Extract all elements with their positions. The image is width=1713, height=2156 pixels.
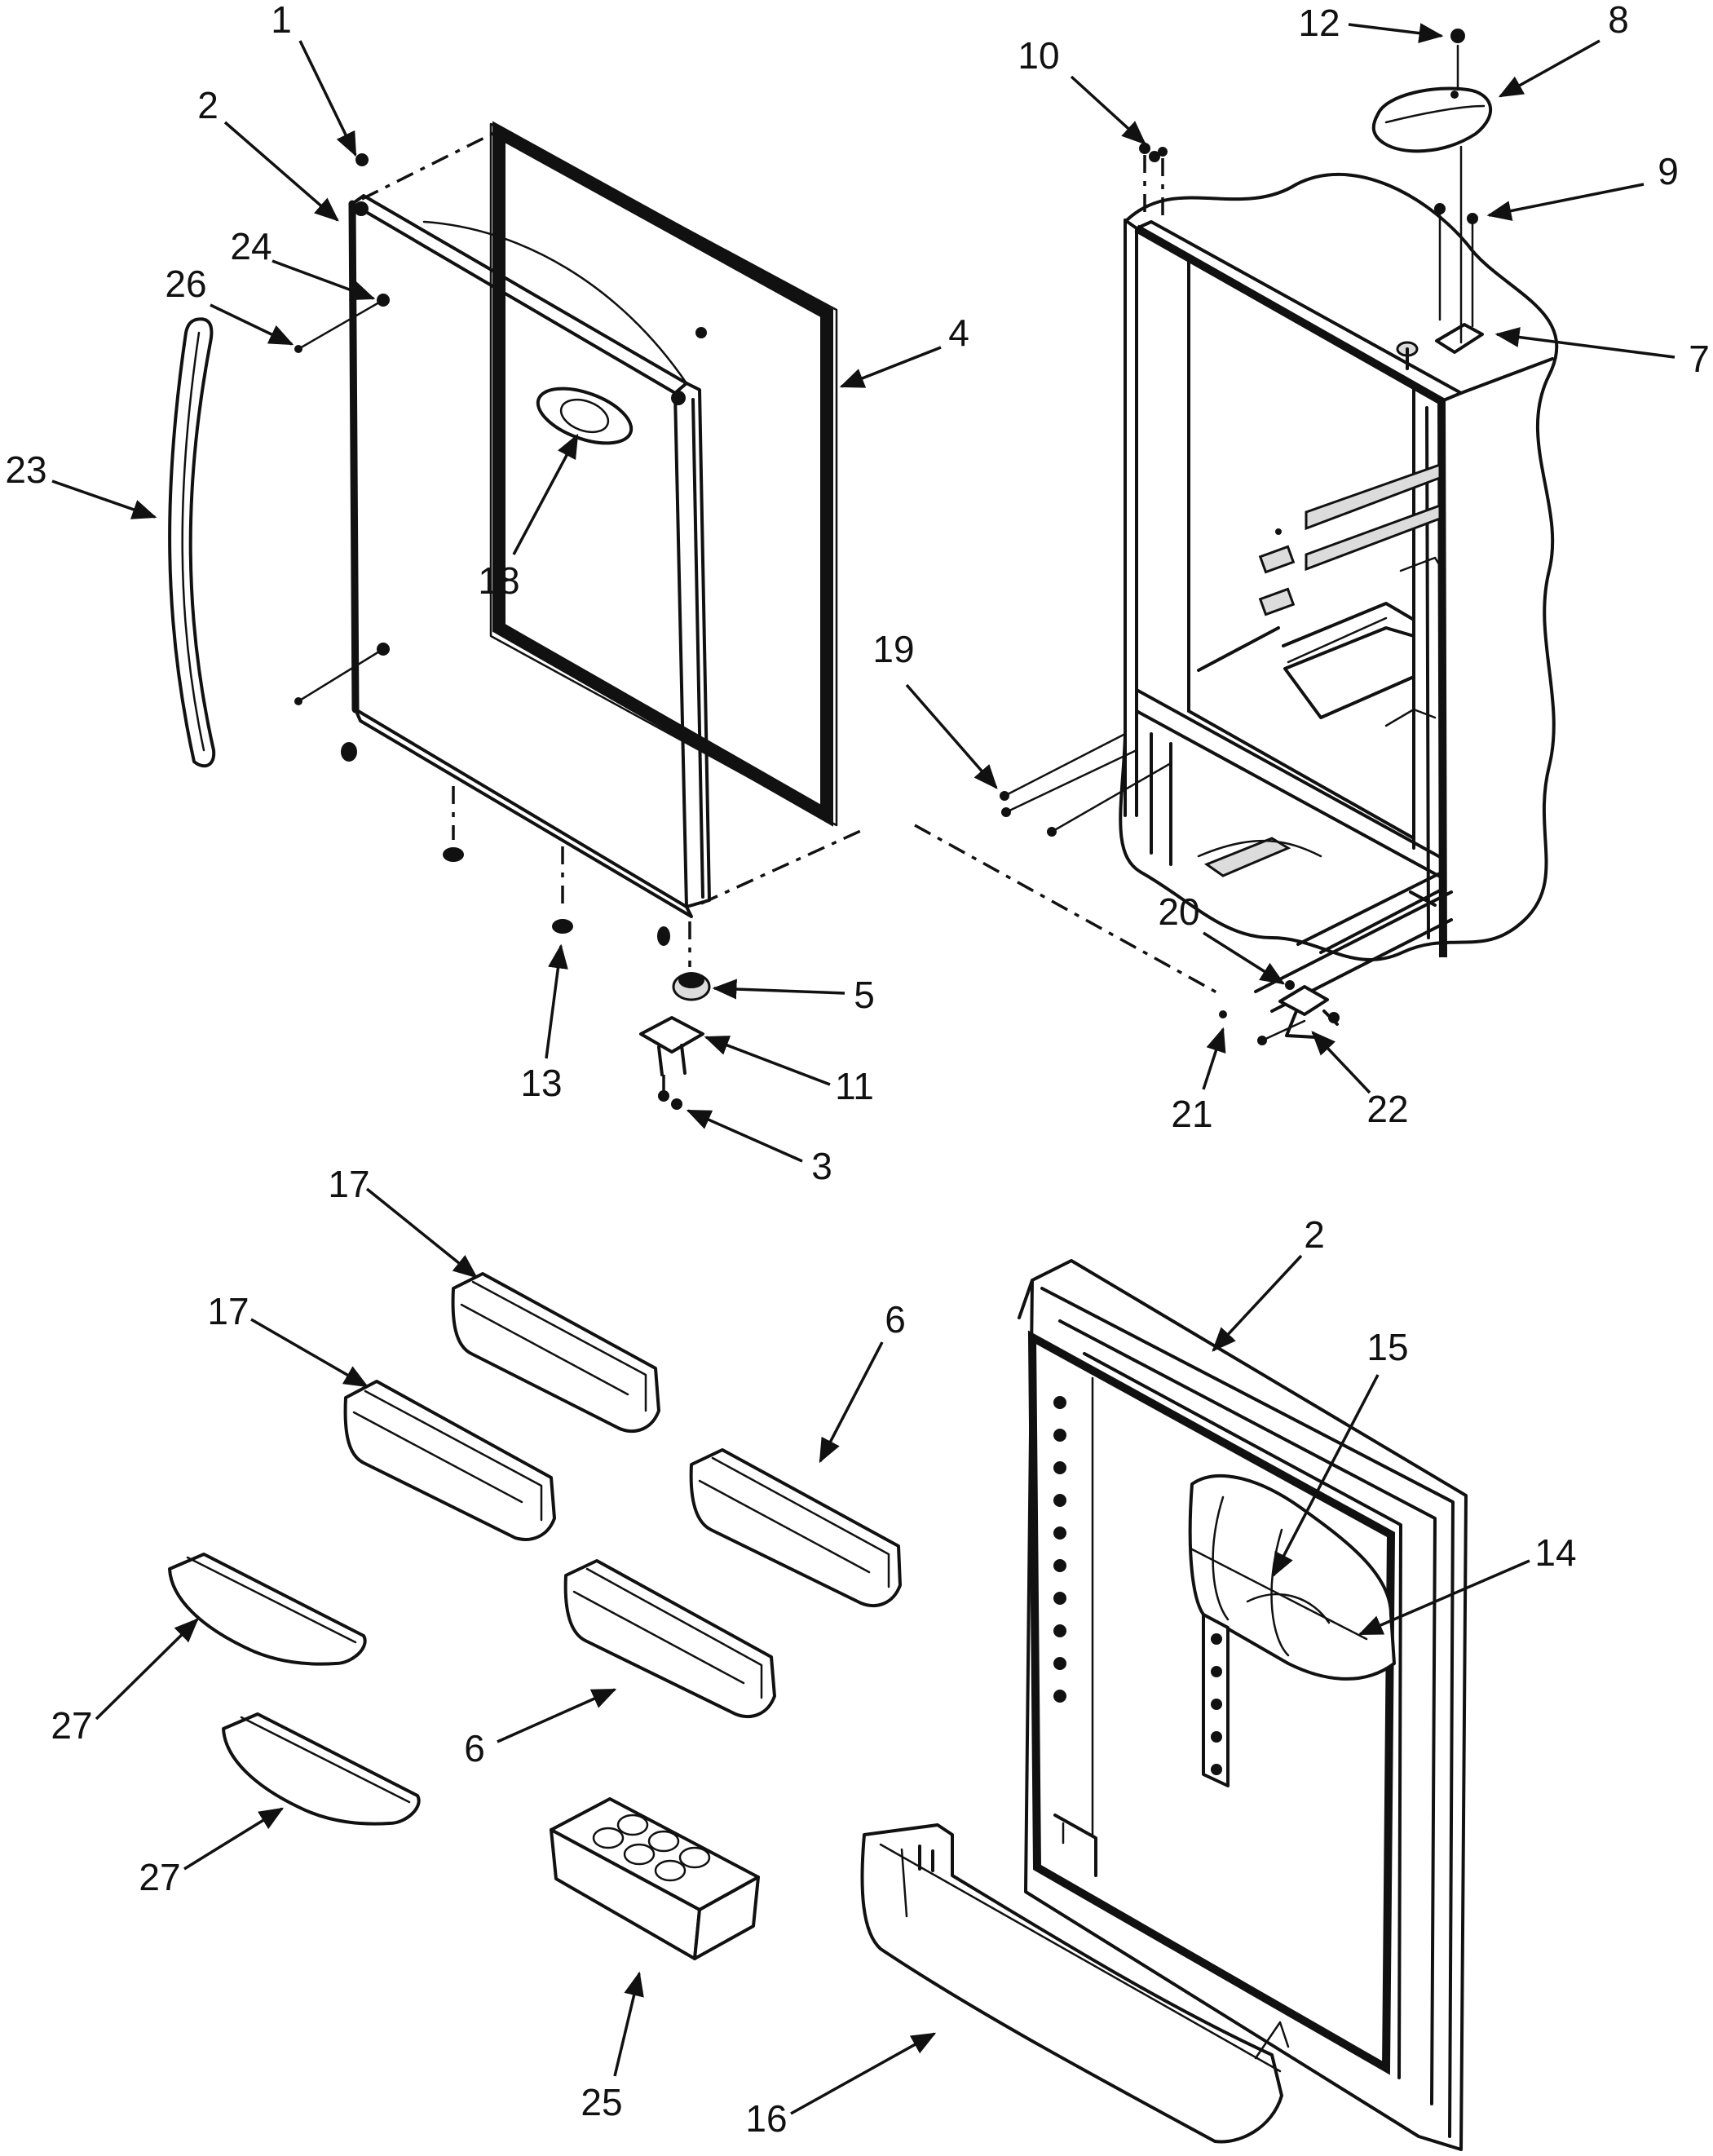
screw-icon	[671, 391, 686, 405]
door-handle	[168, 317, 216, 768]
egg-tray	[550, 1797, 760, 1960]
refrigerator-cabinet	[1119, 172, 1559, 961]
callout-15: 15	[1366, 1326, 1408, 1368]
callout-27-lower: 27	[139, 1856, 180, 1898]
screw-icon	[695, 327, 707, 338]
callout-17-lower: 17	[207, 1290, 249, 1332]
lower-cabinet-hinge	[1219, 890, 1453, 1045]
freezer-door	[294, 153, 711, 946]
door-gasket	[489, 121, 838, 827]
screw-icon	[355, 153, 369, 166]
top-hinge	[1139, 29, 1493, 370]
callout-21: 21	[1171, 1093, 1212, 1135]
callout-8: 8	[1608, 0, 1629, 41]
callout-5: 5	[854, 974, 875, 1016]
screw-icon	[354, 201, 369, 216]
callout-6-lower: 6	[464, 1727, 485, 1769]
callout-16: 16	[745, 2097, 787, 2140]
callout-3: 3	[811, 1145, 832, 1187]
callout-19: 19	[872, 628, 914, 670]
bottom-door-bin	[860, 1823, 1290, 2144]
lower-hinge	[639, 921, 711, 1110]
door-bins	[168, 1272, 902, 1960]
callout-26: 26	[165, 263, 206, 305]
callout-25: 25	[581, 2081, 622, 2123]
callout-1: 1	[271, 0, 292, 41]
door-bin-17-lower	[343, 1380, 556, 1541]
shelf-27-lower	[222, 1712, 421, 1826]
callout-9: 9	[1658, 150, 1679, 192]
callout-13: 13	[520, 1062, 562, 1104]
callouts: 1 2 2 3 4 5 6 6 7 8 9 10 11	[5, 0, 1709, 2140]
callout-18: 18	[478, 559, 519, 602]
callout-14: 14	[1534, 1531, 1576, 1574]
fresh-food-door	[1018, 1259, 1468, 2151]
callout-24: 24	[230, 225, 272, 267]
callout-22: 22	[1366, 1088, 1408, 1130]
callout-17-upper: 17	[328, 1163, 369, 1205]
callout-23: 23	[5, 448, 46, 491]
screws-19	[1000, 732, 1172, 837]
callout-12: 12	[1298, 2, 1340, 44]
callout-2-fresh-food: 2	[1304, 1213, 1325, 1256]
shelf-27-upper	[168, 1553, 367, 1666]
callout-4: 4	[948, 311, 969, 354]
callout-6-upper: 6	[885, 1298, 906, 1341]
callout-27-upper: 27	[51, 1704, 92, 1747]
door-bin-6-lower	[563, 1559, 776, 1718]
callout-7: 7	[1689, 338, 1710, 380]
door-bin-17-upper	[451, 1272, 660, 1433]
callout-11: 11	[835, 1065, 874, 1107]
callout-20: 20	[1158, 890, 1199, 933]
door-bin-6-upper	[689, 1448, 902, 1607]
callout-2-freezer: 2	[197, 84, 219, 126]
callout-10: 10	[1018, 34, 1059, 77]
